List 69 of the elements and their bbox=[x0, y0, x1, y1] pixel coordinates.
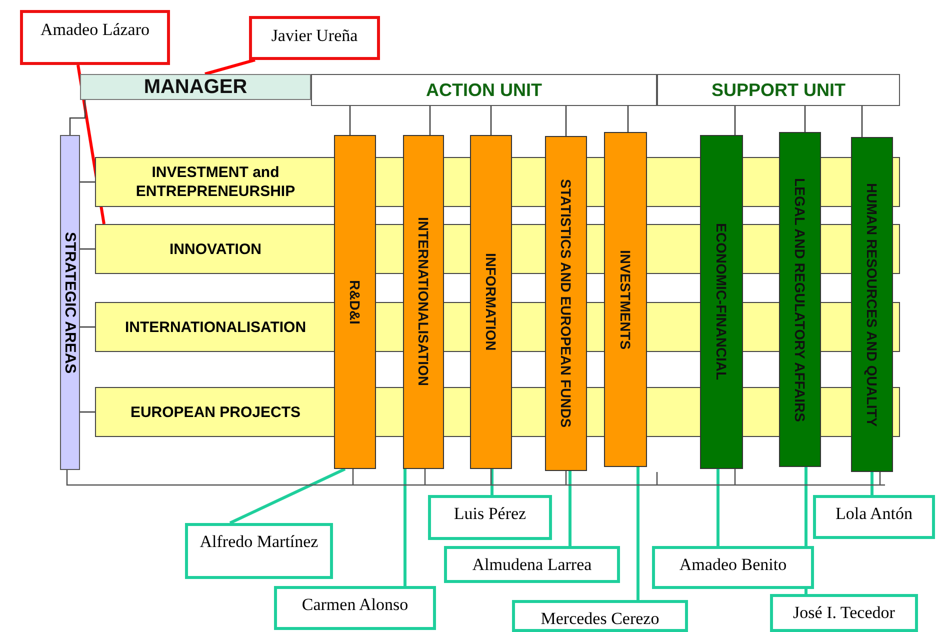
leader-line bbox=[568, 471, 572, 546]
unit-header bbox=[657, 74, 900, 106]
node-text: José I. Tecedor bbox=[793, 602, 895, 623]
connector-line bbox=[627, 106, 629, 132]
node-text: Javier Ureña bbox=[271, 25, 358, 46]
node-text: INVESTMENTS bbox=[618, 250, 634, 350]
node-text: HUMAN RESOURCES AND QUALITY bbox=[864, 182, 880, 426]
name-box bbox=[770, 594, 918, 632]
node-text: INTERNATIONALISATION bbox=[124, 318, 308, 336]
department-column bbox=[604, 132, 647, 467]
connector-line bbox=[734, 106, 736, 135]
strategic-areas-bar bbox=[60, 135, 80, 470]
connector-line bbox=[490, 106, 492, 135]
node-text: ECONOMIC-FINANCIAL bbox=[714, 223, 730, 381]
node-text: Amadeo Lázaro bbox=[40, 19, 150, 40]
node-text: Carmen Alonso bbox=[302, 594, 408, 615]
department-column bbox=[403, 135, 444, 469]
leader-line bbox=[490, 469, 494, 495]
name-box bbox=[428, 495, 552, 540]
connector-line bbox=[80, 181, 95, 183]
department-column bbox=[334, 135, 376, 469]
node-text: INNOVATION bbox=[168, 240, 262, 258]
name-box bbox=[20, 10, 170, 65]
connector-line bbox=[69, 100, 86, 135]
leader-line bbox=[404, 469, 406, 586]
node-text: R&D&I bbox=[347, 280, 363, 324]
name-box bbox=[652, 546, 814, 589]
name-box bbox=[274, 586, 436, 630]
connector-line bbox=[349, 106, 351, 135]
node-text: MANAGER bbox=[144, 76, 248, 98]
name-box bbox=[185, 523, 333, 579]
leader-line bbox=[870, 472, 874, 495]
node-text: Luis Pérez bbox=[454, 503, 526, 524]
node-text: INFORMATION bbox=[483, 253, 499, 351]
leader-line bbox=[229, 468, 346, 524]
leader-line bbox=[716, 469, 720, 546]
department-column bbox=[545, 136, 587, 471]
node-text: Almudena Larrea bbox=[472, 554, 592, 575]
unit-header bbox=[311, 74, 657, 106]
name-box bbox=[249, 16, 380, 60]
node-text: INTERNATIONALISATION bbox=[416, 217, 432, 387]
department-column bbox=[851, 137, 893, 472]
connector-line bbox=[80, 326, 95, 328]
connector-line bbox=[80, 411, 95, 413]
node-text: EUROPEAN PROJECTS bbox=[129, 402, 302, 422]
department-column bbox=[470, 135, 512, 469]
connector-line bbox=[80, 248, 95, 250]
node-text: LEGAL AND REGULATORY AFFAIRS bbox=[792, 178, 808, 422]
node-text: INVESTMENT and ENTREPRENEURSHIP bbox=[134, 163, 296, 201]
node-text: Mercedes Cerezo bbox=[540, 608, 660, 629]
name-box bbox=[444, 546, 620, 583]
connector-line bbox=[804, 106, 806, 132]
node-text: Lola Antón bbox=[836, 503, 912, 524]
name-box bbox=[512, 600, 688, 632]
department-column bbox=[700, 135, 743, 469]
node-text: STRATEGIC AREAS bbox=[62, 232, 78, 374]
name-box bbox=[813, 495, 935, 539]
department-column bbox=[779, 132, 821, 467]
leader-line bbox=[204, 58, 256, 76]
node-text: Alfredo Martínez bbox=[200, 531, 318, 552]
connector-line bbox=[429, 106, 431, 135]
connector-line bbox=[565, 106, 567, 136]
leader-line bbox=[636, 467, 640, 600]
manager-box bbox=[80, 74, 311, 100]
node-text: ACTION UNIT bbox=[426, 80, 542, 100]
node-text: Amadeo Benito bbox=[679, 554, 787, 575]
connector-line bbox=[861, 106, 863, 137]
node-text: STATISTICS AND EUROPEAN FUNDS bbox=[558, 179, 574, 428]
node-text: SUPPORT UNIT bbox=[711, 80, 846, 100]
